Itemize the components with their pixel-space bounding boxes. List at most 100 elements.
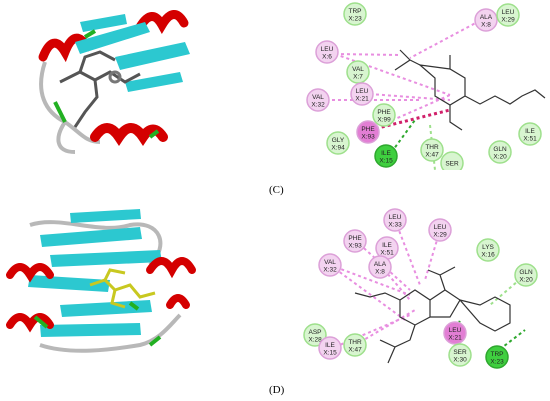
sheet-d5 (40, 323, 141, 337)
svg-text:X:29: X:29 (433, 232, 447, 239)
svg-text:X:94: X:94 (331, 145, 345, 152)
ligand-sticks (59, 50, 141, 128)
svg-text:PHE: PHE (348, 235, 362, 242)
turn-2 (148, 129, 160, 139)
svg-text:SER: SER (445, 161, 459, 168)
svg-text:X:47: X:47 (425, 152, 439, 159)
svg-text:LYS: LYS (482, 244, 494, 251)
helix-bottom (90, 123, 168, 147)
ligand-skeleton (394, 49, 546, 131)
svg-text:LEU: LEU (321, 46, 334, 53)
sheet-2 (115, 42, 190, 70)
turn-3 (83, 29, 97, 39)
helix-top-left (38, 33, 92, 63)
sheet-4 (80, 14, 127, 32)
svg-text:X:20: X:20 (493, 154, 507, 161)
svg-text:SER: SER (453, 349, 467, 356)
svg-text:X:15: X:15 (379, 158, 393, 165)
svg-text:X:93: X:93 (348, 243, 362, 250)
svg-text:VAL: VAL (324, 259, 336, 266)
turn-1 (53, 101, 67, 123)
svg-text:LEU: LEU (449, 327, 462, 334)
helix-d2 (146, 257, 196, 279)
svg-text:VAL: VAL (352, 66, 364, 73)
sheet-d2 (50, 250, 162, 267)
svg-text:X:16: X:16 (481, 252, 495, 259)
sheet-d1 (40, 227, 142, 247)
sheet-1 (75, 22, 150, 54)
svg-text:GLN: GLN (493, 146, 507, 153)
ligand-skeleton-d (354, 266, 511, 364)
panel-c-3d-structure (38, 10, 190, 154)
panel-d-3d-structure (6, 209, 196, 353)
helix-d1 (6, 263, 54, 283)
caption-d: (D) (269, 384, 285, 396)
residue-ser: SER (440, 151, 464, 170)
turn-d3 (128, 301, 140, 311)
svg-text:THR: THR (348, 339, 362, 346)
svg-text:ILE: ILE (325, 342, 335, 349)
svg-text:TRP: TRP (491, 351, 504, 358)
svg-text:LEU: LEU (389, 214, 402, 221)
svg-text:LEU: LEU (356, 88, 369, 95)
svg-text:X:33: X:33 (388, 222, 402, 229)
sheet-d4 (60, 300, 152, 317)
svg-text:X:20: X:20 (519, 277, 533, 284)
svg-text:ASP: ASP (308, 329, 321, 336)
svg-text:X:7: X:7 (353, 74, 363, 81)
helix-top-right (135, 10, 189, 34)
svg-text:X:15: X:15 (323, 350, 337, 357)
svg-text:X:28: X:28 (308, 337, 322, 344)
svg-text:ALA: ALA (480, 14, 493, 21)
svg-text:ILE: ILE (382, 242, 392, 249)
svg-text:ILE: ILE (525, 128, 535, 135)
ligand-yellow (89, 268, 156, 309)
svg-text:X:99: X:99 (377, 117, 391, 124)
svg-text:X:8: X:8 (375, 269, 385, 276)
svg-text:X:21: X:21 (448, 335, 462, 342)
helix-d3 (6, 313, 54, 333)
helix-d4 (166, 294, 190, 309)
sheet-3 (125, 72, 183, 92)
svg-text:X:23: X:23 (348, 16, 362, 23)
svg-text:X:8: X:8 (481, 22, 491, 29)
svg-text:TRP: TRP (349, 8, 362, 15)
svg-text:THR: THR (425, 144, 439, 151)
svg-text:LEU: LEU (434, 224, 447, 231)
panel-d-interaction-diagram: LEUX:33PHEX:93LEUX:29ILEX:51LYSX:16VALX:… (303, 208, 538, 369)
svg-text:GLN: GLN (519, 269, 533, 276)
svg-text:X:23: X:23 (490, 359, 504, 366)
svg-text:X:93: X:93 (361, 134, 375, 141)
svg-text:X:32: X:32 (311, 102, 325, 109)
svg-text:GLY: GLY (332, 137, 345, 144)
svg-text:ALA: ALA (374, 261, 387, 268)
svg-text:X:29: X:29 (501, 17, 515, 24)
svg-text:LEU: LEU (502, 9, 515, 16)
sheet-d3 (28, 275, 110, 292)
svg-text:PHE: PHE (377, 109, 391, 116)
svg-text:X:6: X:6 (322, 54, 332, 61)
svg-text:X:21: X:21 (355, 96, 369, 103)
